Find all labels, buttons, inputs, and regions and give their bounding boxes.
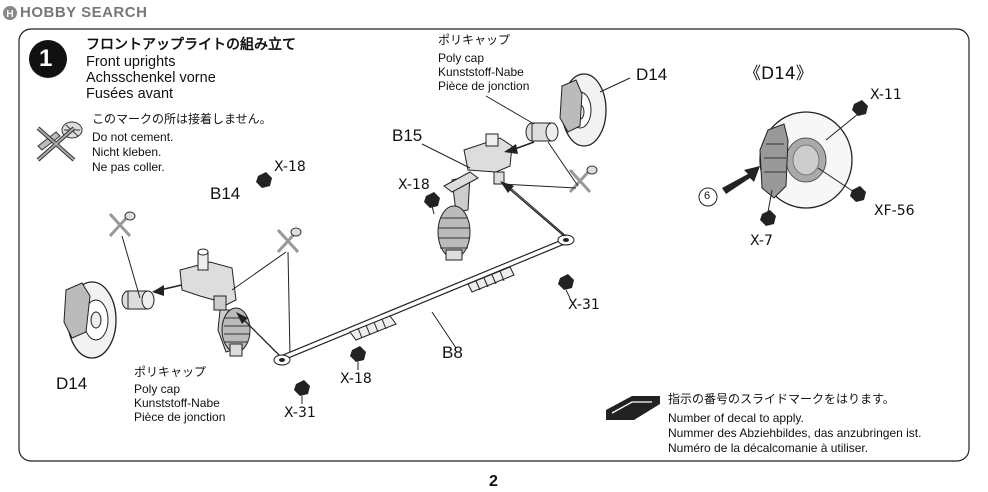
no-cement-jp: このマークの所は接着しません。	[92, 112, 272, 126]
part-label-d14-left: D14	[56, 374, 88, 393]
decal-number: 6	[704, 190, 711, 202]
decal-note-jp: 指示の番号のスライドマークをはります。	[668, 392, 895, 406]
d14-detail-disc	[759, 111, 853, 209]
page-number: 2	[489, 473, 498, 490]
decal-arrow-icon	[698, 166, 760, 207]
screw-x31-right-icon	[558, 274, 574, 299]
screw-x11-icon	[825, 100, 868, 141]
screw-x31-left-icon	[294, 380, 310, 404]
part-label-b15: B15	[392, 126, 423, 145]
watermark-text: HOBBY SEARCH	[20, 4, 148, 21]
leader-left-2b	[287, 251, 291, 357]
arrow-rod-to-b15-head	[500, 181, 514, 193]
screw-x18-b15-icon	[424, 192, 440, 215]
arrow-rod-to-b15	[505, 185, 565, 237]
decal-legend-icon	[606, 396, 660, 420]
left-poly-cap	[121, 290, 155, 310]
polycap-bottom-jp: ポリキャップ	[134, 365, 207, 379]
left-no-cement-mark-1	[108, 211, 136, 238]
step-title-jp: フロントアップライトの組み立て	[86, 37, 296, 53]
frame-border	[18, 28, 970, 462]
no-cement-en: Do not cement.	[92, 130, 174, 144]
polycap-top-jp: ポリキャップ	[438, 33, 511, 47]
polycap-top-de: Kunststoff-Nabe	[438, 65, 524, 79]
leader-polycap-top	[485, 95, 535, 125]
step-title-fr: Fusées avant	[86, 86, 174, 102]
step-number: 1	[39, 45, 53, 72]
right-upright-b15	[437, 133, 513, 261]
arrow-rod-to-upright-head	[236, 312, 248, 324]
no-cement-de: Nicht kleben.	[92, 145, 162, 159]
screw-label-x18-top: X-18	[274, 159, 306, 175]
arrow-left-polycap-head	[152, 285, 164, 296]
leader-right-2	[501, 183, 577, 189]
part-label-d14-top: D14	[636, 65, 668, 84]
tie-rod-b8	[273, 234, 575, 366]
screw-xf56-icon	[817, 167, 866, 202]
part-label-b8: B8	[442, 343, 463, 362]
left-no-cement-mark-2	[276, 227, 302, 254]
leader-right-1	[547, 141, 579, 187]
leader-left-1	[121, 235, 141, 299]
polycap-top-fr: Pièce de jonction	[438, 79, 530, 93]
detail-label-d14: 《D14》	[744, 64, 813, 84]
leader-d14-top	[599, 77, 631, 93]
screw-label-x18-bottom: X-18	[340, 371, 372, 387]
screw-x18-top-icon	[256, 172, 272, 188]
screw-label-x7: X-7	[750, 233, 773, 249]
arrow-right-polycap-head	[504, 144, 518, 154]
screw-label-x31-right: X-31	[568, 297, 600, 313]
polycap-bottom-en: Poly cap	[134, 382, 181, 396]
right-brake-disc-d14	[559, 73, 607, 147]
screw-label-x31-left: X-31	[284, 405, 316, 421]
leader-b15-pivot	[505, 183, 567, 237]
no-cement-icon	[36, 121, 83, 162]
polycap-bottom-fr: Pièce de jonction	[134, 410, 226, 424]
screw-x18-bottom-icon	[350, 346, 366, 370]
no-cement-fr: Ne pas coller.	[92, 160, 165, 174]
svg-text:H: H	[6, 9, 13, 20]
step-badge	[29, 40, 67, 78]
screw-label-x18-b15: X-18	[398, 177, 430, 193]
leader-left-2a	[231, 251, 287, 291]
left-upright-b14	[179, 248, 251, 357]
hobby-search-logo: H	[3, 6, 17, 20]
right-poly-cap	[525, 122, 559, 142]
decal-note-de: Nummer des Abziehbildes, das anzubringen…	[668, 426, 922, 440]
polycap-top-en: Poly cap	[438, 51, 485, 65]
part-label-b14: B14	[210, 184, 241, 203]
screw-label-x11: X-11	[870, 87, 902, 103]
screw-label-xf56: XF-56	[874, 203, 915, 219]
screw-x7-icon	[760, 189, 776, 226]
decal-note-en: Number of decal to apply.	[668, 411, 804, 425]
polycap-bottom-de: Kunststoff-Nabe	[134, 396, 220, 410]
step-title-de: Achsschenkel vorne	[86, 70, 216, 86]
decal-note-fr: Numéro de la décalcomanie à utiliser.	[668, 441, 869, 455]
step-title-en: Front uprights	[86, 54, 176, 70]
leader-b15	[421, 143, 471, 169]
left-brake-disc-d14	[63, 281, 117, 359]
leader-b8	[431, 311, 457, 349]
arrow-rod-to-upright	[239, 315, 283, 359]
